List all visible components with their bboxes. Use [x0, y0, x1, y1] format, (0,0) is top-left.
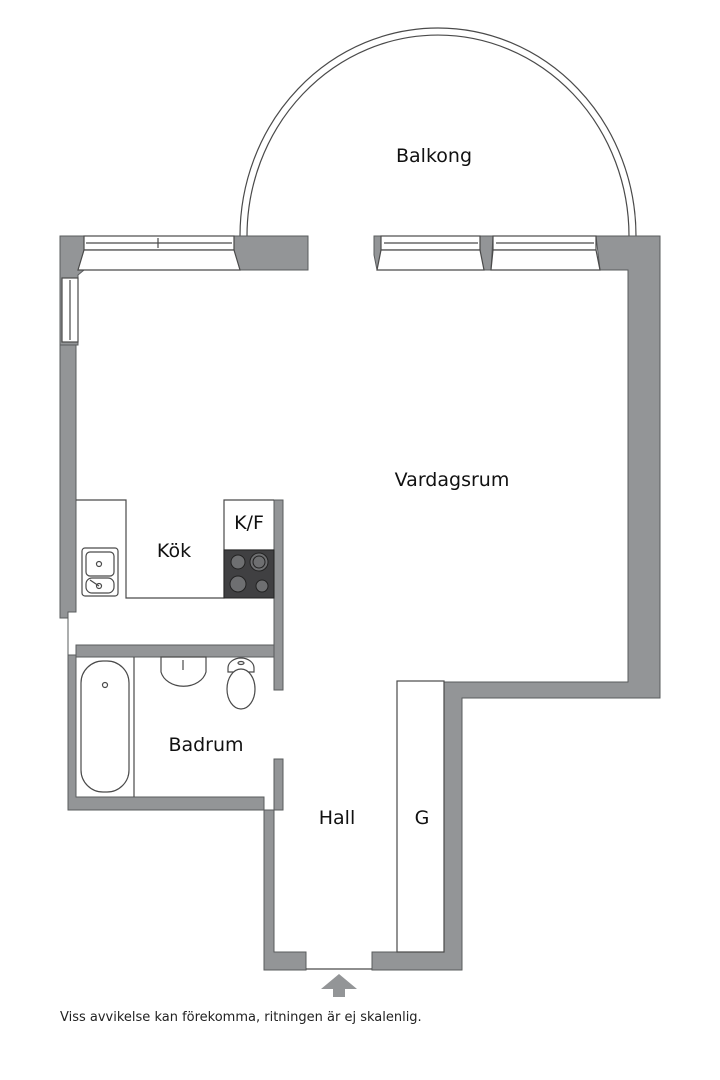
top-wall	[59, 235, 661, 971]
window-top-left	[77, 235, 241, 271]
sink-icon	[81, 547, 119, 597]
window-left	[61, 277, 79, 343]
entrance-arrow-icon	[321, 974, 357, 997]
bathtub-icon	[80, 657, 135, 797]
room-label-kitchen: Kök	[156, 540, 192, 562]
window-top-mid	[376, 235, 485, 271]
room-label-balcony: Balkong	[395, 145, 473, 167]
room-label-fridge-freezer: K/F	[234, 512, 264, 534]
toilet-icon	[226, 657, 256, 710]
left-wall	[59, 344, 307, 971]
washbasin-icon	[160, 656, 207, 687]
wardrobe	[396, 680, 445, 953]
stove-icon	[223, 549, 275, 599]
window-top-right	[490, 235, 601, 271]
room-label-wardrobe: G	[414, 807, 430, 829]
room-label-bathroom: Badrum	[168, 734, 244, 756]
room-label-living-room: Vardagsrum	[394, 469, 510, 491]
room-label-hall: Hall	[318, 807, 356, 829]
disclaimer-text: Viss avvikelse kan förekomma, ritningen …	[60, 1010, 422, 1025]
balcony-railing	[239, 27, 637, 237]
